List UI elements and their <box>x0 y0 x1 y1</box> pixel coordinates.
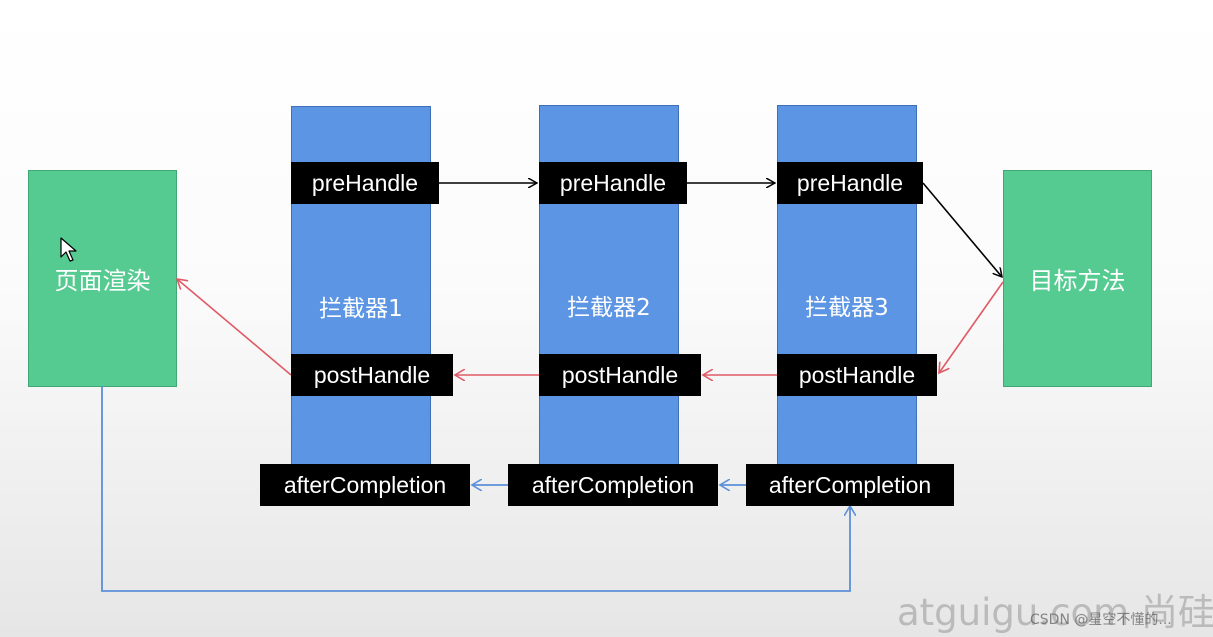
watermark-text: atguigu.com 尚硅谷 <box>897 591 1213 634</box>
interceptor-3-label: 拦截器3 <box>805 295 889 321</box>
target-method-label: 目标方法 <box>1029 267 1126 295</box>
interceptor-3-posthandle: postHandle <box>777 354 937 396</box>
post-arrow-1-render <box>177 279 292 376</box>
interceptor-2-prehandle: preHandle <box>539 162 687 204</box>
interceptor-3-prehandle: preHandle <box>777 162 923 204</box>
interceptor-3-aftercompletion: afterCompletion <box>746 464 954 506</box>
mouse-cursor-icon <box>60 237 77 262</box>
after-arrow-render-3 <box>101 386 850 592</box>
page-render-label: 页面渲染 <box>54 267 151 295</box>
interceptor-2-label: 拦截器2 <box>567 295 651 321</box>
target-method-box: 目标方法 <box>1003 170 1152 387</box>
interceptor-1-aftercompletion: afterCompletion <box>260 464 470 506</box>
interceptor-1-posthandle: postHandle <box>291 354 453 396</box>
interceptor-2-aftercompletion: afterCompletion <box>508 464 718 506</box>
post-arrow-target-3 <box>939 281 1004 373</box>
credit-text: CSDN @星空不懂的... <box>1030 612 1172 628</box>
pre-arrow-3-target <box>922 182 1002 277</box>
interceptor-1-prehandle: preHandle <box>291 162 439 204</box>
interceptor-1-label: 拦截器1 <box>319 296 403 322</box>
page-render-box: 页面渲染 <box>28 170 177 387</box>
interceptor-2-posthandle: postHandle <box>539 354 701 396</box>
